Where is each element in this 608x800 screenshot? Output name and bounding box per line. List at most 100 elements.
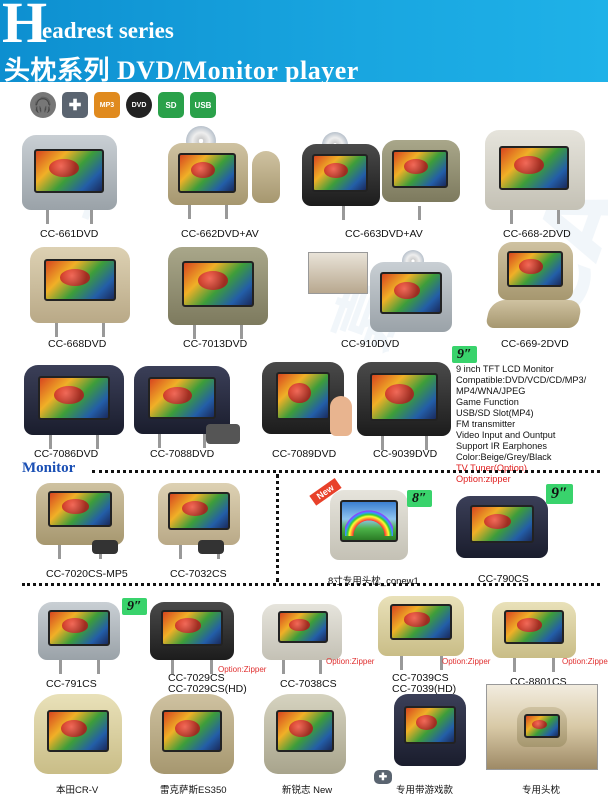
header-subtitle: 头枕系列 DVD/Monitor player xyxy=(4,56,359,82)
headrest-monitor xyxy=(498,242,573,300)
product-label: CC-9039DVD xyxy=(373,448,438,460)
size-badge-9-inch: 9″ xyxy=(122,598,147,615)
size-badge-9-inch: 9″ xyxy=(546,484,573,504)
monitor-screen xyxy=(44,259,116,301)
product-label: CC-7038CS xyxy=(280,678,337,690)
headrest-monitor xyxy=(168,143,248,205)
headrest-monitor xyxy=(370,262,452,332)
product-label: CC-7088DVD xyxy=(150,448,215,460)
monitor-screen xyxy=(504,610,564,644)
spec-item: 9 inch TFT LCD Monitor xyxy=(456,364,554,374)
headrest-monitor xyxy=(456,496,548,558)
headrest-monitor xyxy=(168,247,268,325)
pointing-hand xyxy=(330,396,352,436)
product-label: CC-661DVD xyxy=(40,228,99,240)
monitor-screen xyxy=(168,492,230,530)
product-label: 专用带游戏款 xyxy=(396,785,454,796)
headrest-posts xyxy=(492,658,576,672)
headrest-posts xyxy=(168,205,248,219)
headphones-icon: 🎧 xyxy=(30,92,56,118)
product-label: 8寸专用头枕_conew1 xyxy=(328,576,419,587)
headrest-monitor xyxy=(517,707,567,747)
product-label: CC-668DVD xyxy=(48,338,107,350)
headrest-posts xyxy=(485,210,585,224)
section-title-monitor: Monitor xyxy=(22,460,76,476)
option-zipper-note: Option:Zipper xyxy=(562,657,608,666)
product-label: CC-7013DVD xyxy=(183,338,248,350)
headrest-monitor xyxy=(36,483,124,545)
header-title: eadrest series xyxy=(42,18,174,43)
spec-item: Game Function xyxy=(456,397,519,407)
headrest-posts xyxy=(262,660,342,674)
gamepad-icon: ✚ xyxy=(374,770,392,784)
product-label: CC-7039(HD) xyxy=(392,683,457,695)
monitor-screen xyxy=(524,714,560,738)
headrest-monitor xyxy=(262,604,342,660)
monitor-screen xyxy=(161,610,223,646)
product-label: CC-663DVD+AV xyxy=(345,228,423,240)
usb-icon: USB xyxy=(190,92,216,118)
headrest-monitor xyxy=(492,602,576,658)
product-label: CC-791CS xyxy=(46,678,97,690)
spec-list: 9 inch TFT LCD Monitor Compatible:DVD/VC… xyxy=(456,364,586,485)
monitor-screen xyxy=(47,710,109,752)
monitor-screen xyxy=(278,611,328,643)
spec-item: Support IR Earphones xyxy=(456,441,547,451)
gamepad-icon: ✚ xyxy=(62,92,88,118)
headrest-monitor xyxy=(394,694,466,766)
monitor-screen xyxy=(380,272,442,314)
monitor-screen xyxy=(276,372,330,420)
headrest-monitor xyxy=(150,602,234,660)
monitor-screen xyxy=(340,500,398,542)
car-interior-photo xyxy=(308,252,368,294)
spec-item: Compatible:DVD/VCD/CD/MP3/ xyxy=(456,375,587,385)
product-label: CC-669-2DVD xyxy=(501,338,569,350)
monitor-screen xyxy=(404,706,456,744)
monitor-screen xyxy=(34,149,104,193)
monitor-screen xyxy=(370,373,438,421)
product-label: CC-7029CS xyxy=(168,672,225,684)
headrest-posts xyxy=(168,325,268,339)
monitor-screen xyxy=(48,491,112,527)
remote-control xyxy=(198,540,224,554)
feature-icons: 🎧 ✚ MP3 DVD SD USB xyxy=(30,92,216,124)
headrest-monitor xyxy=(22,135,117,210)
headrest-monitor xyxy=(158,483,240,545)
dvd-icon: DVD xyxy=(126,92,152,118)
monitor-screen xyxy=(48,610,110,646)
headrest-monitor xyxy=(34,694,122,774)
product-label: CC-668-2DVD xyxy=(503,228,571,240)
headrest-monitor xyxy=(330,490,408,560)
headrest-monitor xyxy=(302,144,380,206)
product-label: CC-7032CS xyxy=(170,568,227,580)
spec-item: FM transmitter xyxy=(456,419,516,429)
headrest-monitor xyxy=(134,366,230,434)
size-badge-8-inch: 8″ xyxy=(407,490,432,507)
headrest-posts xyxy=(30,323,130,337)
monitor-screen xyxy=(178,153,236,193)
headrest-monitor xyxy=(357,362,451,436)
mp3-icon: MP3 xyxy=(94,92,120,118)
product-label: CC-7089DVD xyxy=(272,448,337,460)
flip-down-panel xyxy=(485,300,583,328)
spec-item: Color:Beige/Grey/Black xyxy=(456,452,552,462)
section-divider xyxy=(92,470,600,473)
headrest-posts xyxy=(38,660,120,674)
headrest-posts xyxy=(22,210,117,224)
monitor-screen xyxy=(470,505,534,543)
spec-item: USB/SD Slot(MP4) xyxy=(456,408,534,418)
headrest-posts xyxy=(378,656,464,670)
product-label: CC-7029CS(HD) xyxy=(168,683,247,695)
headrest-monitor xyxy=(378,596,464,656)
product-label: CC-7039CS xyxy=(392,672,449,684)
headrest-monitor xyxy=(485,130,585,210)
product-label: CC-7020CS-MP5 xyxy=(46,568,128,580)
headrest-monitor-side xyxy=(252,151,280,203)
product-label: 雷克萨斯ES350 xyxy=(160,785,227,796)
header-banner: H eadrest series 头枕系列 DVD/Monitor player xyxy=(0,0,608,82)
headrest-posts xyxy=(302,206,460,220)
monitor-screen xyxy=(148,377,216,419)
headrest-monitor xyxy=(382,140,460,202)
spec-item-option: TV Tuner(Option) xyxy=(456,463,527,473)
option-zipper-note: Option:Zipper xyxy=(218,665,267,674)
